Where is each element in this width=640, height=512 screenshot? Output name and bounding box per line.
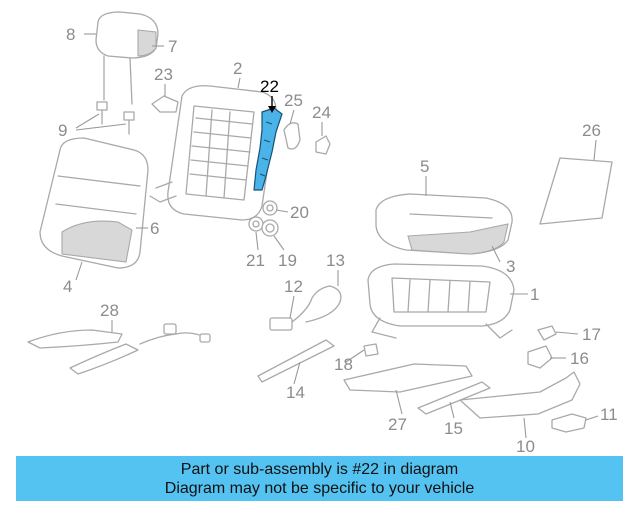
callout-22-highlighted: 22 bbox=[260, 77, 279, 113]
rail-15-part[interactable] bbox=[417, 381, 491, 415]
callout-6: 6 bbox=[150, 219, 159, 238]
seatback-cushion-part[interactable] bbox=[39, 137, 149, 269]
callout-1: 1 bbox=[530, 285, 539, 304]
panel-27-part[interactable] bbox=[343, 363, 473, 393]
callout-10: 10 bbox=[516, 437, 535, 455]
knob-25-part[interactable] bbox=[283, 122, 301, 150]
callout-27: 27 bbox=[388, 415, 407, 434]
callout-17: 17 bbox=[582, 325, 601, 344]
callout-11: 11 bbox=[600, 405, 618, 424]
knob-16-part[interactable] bbox=[527, 345, 553, 369]
banner-line-2: Diagram may not be specific to your vehi… bbox=[164, 480, 475, 497]
bracket-18-part[interactable] bbox=[363, 343, 379, 357]
callout-26: 26 bbox=[582, 121, 601, 140]
bracket-24-part[interactable] bbox=[315, 135, 331, 155]
callout-25: 25 bbox=[284, 91, 303, 110]
lever-11-part[interactable] bbox=[551, 413, 587, 433]
callout-4: 4 bbox=[63, 277, 72, 296]
callout-28: 28 bbox=[100, 301, 119, 320]
side-trim-14-part[interactable] bbox=[257, 339, 335, 383]
callout-21: 21 bbox=[246, 251, 265, 270]
callout-15: 15 bbox=[444, 419, 463, 438]
side-cover-10-part[interactable] bbox=[459, 371, 581, 419]
part-22-highlighted[interactable] bbox=[253, 107, 283, 191]
side-panel-part[interactable] bbox=[539, 157, 613, 225]
callout-7: 7 bbox=[168, 37, 177, 56]
leader-lines bbox=[75, 33, 599, 439]
callout-2: 2 bbox=[233, 59, 242, 78]
callout-23: 23 bbox=[154, 65, 173, 84]
callout-8: 8 bbox=[66, 25, 75, 44]
seatback-frame-part[interactable] bbox=[149, 85, 277, 221]
seat-cushion-part[interactable] bbox=[375, 193, 513, 255]
banner-line-1: Part or sub-assembly is #22 in diagram bbox=[180, 461, 459, 478]
callout-labels: 1 2 3 4 5 6 7 8 9 10 11 12 13 14 15 16 1… bbox=[58, 25, 618, 455]
callout-22: 22 bbox=[260, 77, 279, 96]
callout-5: 5 bbox=[420, 157, 429, 176]
callout-9: 9 bbox=[58, 121, 67, 140]
callout-18: 18 bbox=[334, 355, 353, 374]
harness-28-part[interactable] bbox=[27, 323, 211, 375]
washers-part[interactable] bbox=[248, 200, 279, 237]
bracket-23-part[interactable] bbox=[151, 95, 179, 113]
seat-frame-part[interactable] bbox=[367, 263, 515, 339]
info-banner: Part or sub-assembly is #22 in diagram D… bbox=[16, 456, 623, 501]
callout-16: 16 bbox=[570, 349, 589, 368]
headrest-part[interactable] bbox=[95, 11, 159, 105]
callout-20: 20 bbox=[290, 203, 309, 222]
harness-12-13-part[interactable] bbox=[269, 285, 342, 331]
callout-14: 14 bbox=[286, 383, 305, 402]
callout-19: 19 bbox=[278, 251, 297, 270]
callout-3: 3 bbox=[506, 257, 515, 276]
callout-24: 24 bbox=[312, 103, 331, 122]
clip-17-part[interactable] bbox=[537, 325, 557, 341]
seat-parts-diagram: 1 2 3 4 5 6 7 8 9 10 11 12 13 14 15 16 1… bbox=[27, 11, 618, 455]
callout-12: 12 bbox=[284, 277, 303, 296]
callout-13: 13 bbox=[326, 251, 345, 270]
guide-bolts-part[interactable] bbox=[96, 101, 135, 135]
